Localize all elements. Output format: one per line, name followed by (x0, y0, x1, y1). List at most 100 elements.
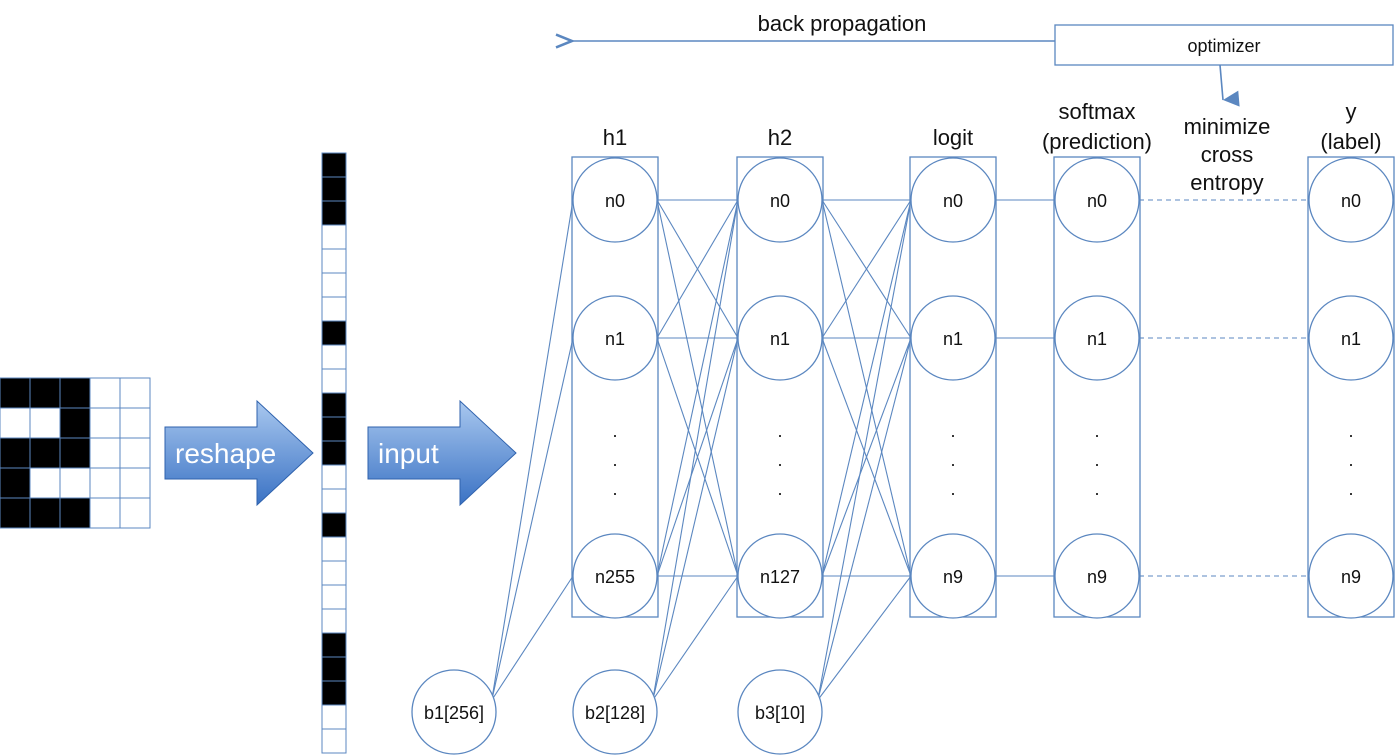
bias-connection (491, 575, 574, 701)
ellipsis-dot: . (612, 450, 617, 470)
reshape-arrow (164, 399, 314, 507)
ellipsis-dot: . (1094, 450, 1099, 470)
vector-cell (321, 224, 347, 250)
image-pixel (89, 437, 121, 469)
ellipsis-dot: . (1348, 450, 1353, 470)
neuron-label: n1 (943, 329, 963, 349)
neuron-label: n255 (595, 567, 635, 587)
image-pixel (119, 377, 151, 409)
ellipsis-dot: . (1094, 479, 1099, 499)
image-pixel (119, 437, 151, 469)
vector-cell (321, 320, 347, 346)
bias-connection (491, 337, 574, 701)
neuron-h2 (737, 533, 823, 619)
neuron-label: n0 (605, 191, 625, 211)
neuron-softmax (1054, 295, 1140, 381)
neuron-h1 (572, 533, 658, 619)
image-pixel (89, 467, 121, 499)
neuron-h2 (737, 157, 823, 243)
ellipsis-dot: . (950, 479, 955, 499)
loss-label: entropy (1190, 170, 1263, 195)
ellipsis-dot: . (612, 421, 617, 441)
loss-label: cross (1201, 142, 1254, 167)
vector-cell (321, 512, 347, 538)
vector-cell (321, 560, 347, 586)
ellipsis-dot: . (1348, 421, 1353, 441)
vector-cell (321, 152, 347, 178)
image-pixel (29, 467, 61, 499)
vector-cell (321, 248, 347, 274)
image-pixel (29, 437, 61, 469)
vector-cell (321, 272, 347, 298)
neuron-softmax (1054, 533, 1140, 619)
neuron-h1 (572, 295, 658, 381)
neuron-label: n1 (1087, 329, 1107, 349)
vector-cell (321, 680, 347, 706)
optimizer-to-loss-arrow (1219, 64, 1240, 107)
neuron-label: n0 (1087, 191, 1107, 211)
ellipsis-dot: . (777, 479, 782, 499)
layer-title-logit: logit (933, 125, 973, 150)
vector-cell (321, 176, 347, 202)
vector-cell (321, 608, 347, 634)
vector-cell (321, 488, 347, 514)
neuron-label: n1 (770, 329, 790, 349)
neuron-label: n9 (1341, 567, 1361, 587)
image-pixel (89, 377, 121, 409)
ellipsis-dot: . (1348, 479, 1353, 499)
neuron-logit (910, 157, 996, 243)
neuron-logit (910, 295, 996, 381)
image-pixel (59, 407, 91, 439)
bias-connection (491, 199, 574, 701)
bias-node (737, 669, 823, 755)
optimizer-label: optimizer (1187, 36, 1260, 56)
weight-connection (821, 199, 912, 339)
vector-cell (321, 200, 347, 226)
image-pixel (119, 467, 151, 499)
vector-cell (321, 416, 347, 442)
bias-label: b3[10] (755, 703, 805, 723)
bias-connection (652, 337, 739, 701)
bias-node (411, 669, 497, 755)
image-pixel (29, 377, 61, 409)
optimizer-box (1054, 24, 1394, 66)
neuron-label: n1 (1341, 329, 1361, 349)
image-pixel (0, 467, 31, 499)
image-pixel (59, 437, 91, 469)
vector-cell (321, 728, 347, 754)
neuron-label: n127 (760, 567, 800, 587)
layer-title-softmax: (prediction) (1042, 129, 1152, 154)
neuron-label: n1 (605, 329, 625, 349)
weight-connection (821, 199, 912, 577)
image-pixel (0, 377, 31, 409)
neuron-label (1308, 295, 1394, 381)
vector-cell (321, 584, 347, 610)
bias-connection (652, 575, 739, 701)
vector-cell (321, 344, 347, 370)
ellipsis-dot: . (777, 450, 782, 470)
image-pixel (119, 407, 151, 439)
vector-cell (321, 368, 347, 394)
neuron-label: n9 (1087, 567, 1107, 587)
neuron-label: n0 (943, 191, 963, 211)
image-pixel (29, 497, 61, 529)
vector-cell (321, 296, 347, 322)
bias-connection (817, 199, 912, 701)
input-arrow (367, 399, 517, 507)
image-pixel (0, 407, 31, 439)
bias-node (572, 669, 658, 755)
vector-cell (321, 392, 347, 418)
layer-title-softmax: softmax (1058, 99, 1135, 124)
bias-connection (817, 575, 912, 701)
reshape-arrow-label: reshape (175, 438, 276, 469)
image-pixel (119, 497, 151, 529)
layer-title-label: y (1346, 99, 1357, 124)
ellipsis-dot: . (777, 421, 782, 441)
image-pixel (89, 497, 121, 529)
neuron-softmax (1054, 157, 1140, 243)
weight-connection (656, 199, 739, 577)
neuron-label: n9 (943, 567, 963, 587)
bias-connection (817, 337, 912, 701)
weight-connection (656, 337, 739, 577)
